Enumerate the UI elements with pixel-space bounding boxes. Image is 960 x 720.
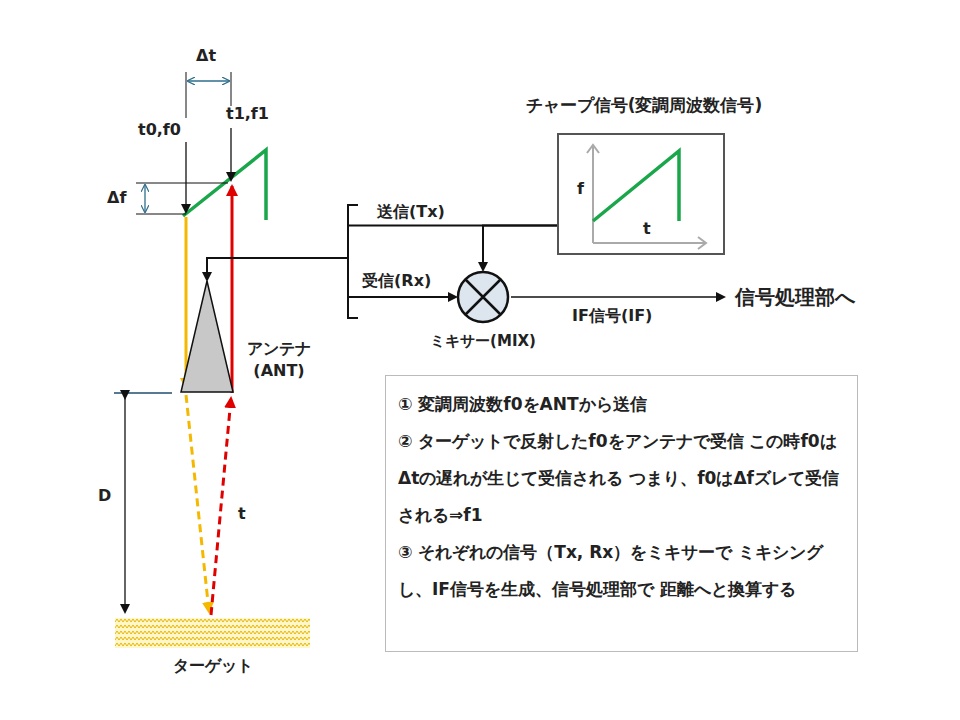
target-ground: [115, 618, 310, 648]
point-label: t0,f0: [138, 120, 181, 139]
mixer-cross: [465, 279, 501, 315]
graph-axes: [587, 145, 706, 249]
note-item: ③ それぞれの信号（Tx, Rx）をミキサーで ミキシングし、IF信号を生成、信…: [398, 534, 847, 608]
antenna-triangle: [180, 280, 234, 393]
output-label: 信号処理部へ: [735, 284, 855, 311]
dimension-label: Δt: [196, 46, 216, 65]
target-band: ターゲット: [115, 618, 310, 648]
target-label: ターゲット: [115, 656, 310, 676]
mixer-circle: [458, 272, 508, 322]
axis-label: t: [643, 219, 651, 239]
time-label: t: [238, 504, 246, 523]
point-label: t1,f1: [226, 104, 269, 123]
edge-label: 受信(Rx): [360, 271, 433, 292]
edge-label: 送信(Tx): [375, 202, 447, 223]
antenna-triangle: [181, 281, 233, 392]
chirp-ramp: [593, 151, 679, 221]
axis-label: f: [577, 179, 584, 199]
mixer-circle: [456, 270, 510, 324]
mixer-label: ミキサー(MIX): [416, 332, 550, 351]
signal-name: IF信号(IF): [572, 306, 652, 327]
chirp-signal-box: チャープ信号(変調周波数信号)ft: [557, 133, 725, 255]
target-ground: [115, 618, 310, 648]
dimension-label: Δf: [107, 188, 126, 207]
signal-wire: [207, 258, 456, 297]
dimension-label: D: [98, 486, 111, 505]
note-box: ① 変調周波数f0をANTから送信② ターゲットで反射したf0をアンテナで受信 …: [385, 375, 858, 652]
mixer-symbol: ミキサー(MIX): [456, 270, 510, 324]
note-item: ① 変調周波数f0をANTから送信: [398, 386, 847, 423]
signal-wire: [483, 225, 557, 270]
antenna-symbol: アンテナ (ANT): [180, 280, 234, 393]
note-item: ② ターゲットで反射したf0をアンテナで受信 この時f0はΔtの遅れが生じて受信…: [398, 423, 847, 534]
antenna-label: アンテナ (ANT): [236, 338, 322, 383]
box-title: チャープ信号(変調周波数信号): [449, 95, 839, 116]
